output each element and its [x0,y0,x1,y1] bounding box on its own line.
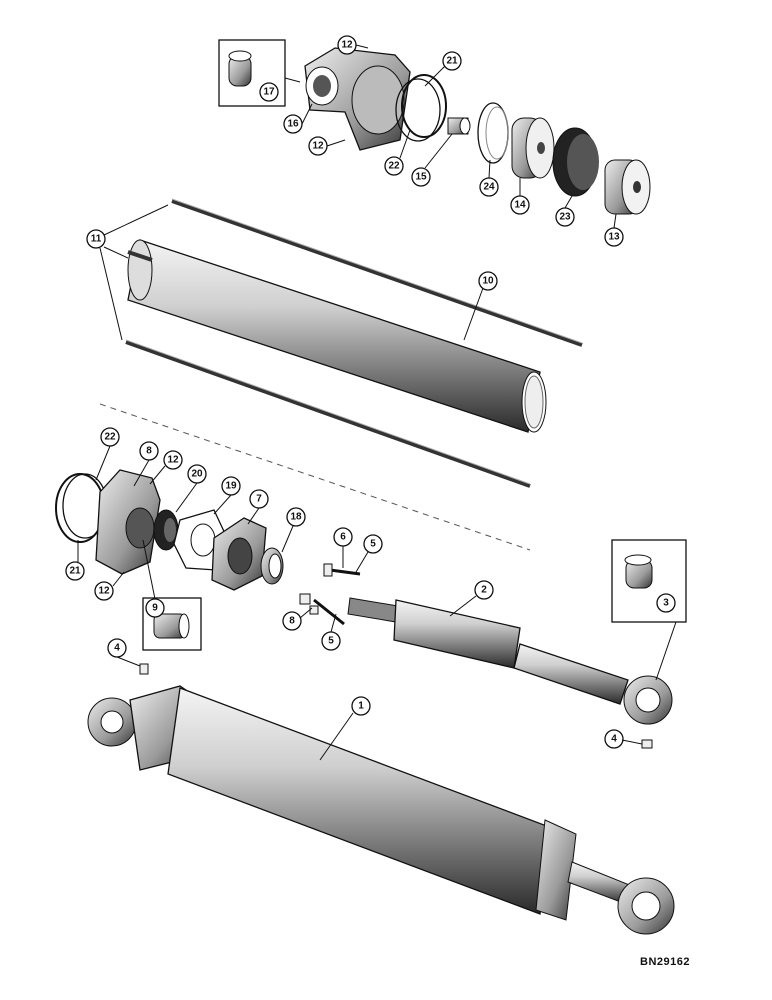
svg-text:9: 9 [152,603,158,614]
svg-text:11: 11 [91,234,102,245]
callout-23: 23 [555,207,575,227]
inset-box-rod-bushing [142,597,202,651]
o-ring-top [395,74,447,142]
callout-21-mid: 21 [65,561,85,581]
callout-24: 24 [479,177,499,197]
callout-13: 13 [604,227,624,247]
svg-text:4: 4 [611,734,617,745]
callout-5-upper: 5 [363,534,383,554]
svg-text:12: 12 [341,40,353,51]
callout-18: 18 [286,507,306,527]
callout-22-mid: 22 [100,427,120,447]
callout-15: 15 [411,167,431,187]
svg-text:3: 3 [663,598,669,609]
callout-17: 17 [259,82,279,102]
callout-4-upper: 4 [107,638,127,658]
svg-text:8: 8 [289,616,295,627]
svg-text:15: 15 [415,172,427,183]
svg-text:12: 12 [167,455,179,466]
bushing-small [447,117,471,135]
svg-text:13: 13 [608,232,620,243]
rod-end-cap [95,469,161,575]
grease-fitting-lower [641,739,653,749]
callout-11: 11 [86,229,106,249]
svg-text:16: 16 [287,119,299,130]
cylinder-tube [127,239,547,433]
retainer-plate [211,517,267,591]
svg-text:10: 10 [482,276,494,287]
callout-2: 2 [474,580,494,600]
callout-9: 9 [145,598,165,618]
callout-12-mid-a: 12 [163,450,183,470]
callout-4-lower: 4 [604,729,624,749]
wiper-seal [260,547,284,585]
svg-text:12: 12 [312,141,324,152]
inset-box-bushing-top [218,39,301,107]
tie-rod-lower [125,339,531,488]
rod-seal [153,509,179,551]
callout-16: 16 [283,114,303,134]
svg-text:4: 4 [114,643,120,654]
svg-text:22: 22 [104,432,116,443]
callout-14: 14 [510,195,530,215]
callout-5-lower: 5 [321,631,341,651]
svg-text:20: 20 [191,469,203,480]
svg-text:14: 14 [514,200,526,211]
callout-20: 20 [187,464,207,484]
callout-7: 7 [249,489,269,509]
svg-text:18: 18 [290,512,302,523]
callout-10: 10 [478,271,498,291]
piston [604,159,651,215]
piston-rod [347,597,673,725]
assembled-cylinder [87,685,675,935]
svg-text:19: 19 [225,481,237,492]
callout-6: 6 [333,527,353,547]
svg-text:12: 12 [98,586,110,597]
svg-text:7: 7 [256,494,262,505]
leader-lines [77,44,643,761]
svg-text:24: 24 [483,182,495,193]
svg-text:22: 22 [388,161,400,172]
svg-text:1: 1 [358,701,364,712]
backup-ring [477,102,509,164]
svg-text:6: 6 [340,532,346,543]
bolt-upper [323,563,361,577]
callout-19: 19 [221,476,241,496]
head-end-cap [304,47,411,151]
callout-22-top: 22 [384,156,404,176]
callout-12-mid-b: 12 [94,581,114,601]
callout-3: 3 [656,593,676,613]
callout-8-upper: 8 [139,441,159,461]
svg-text:8: 8 [146,446,152,457]
svg-text:17: 17 [263,87,275,98]
drawing-reference-code: BN29162 [640,956,690,968]
svg-text:21: 21 [446,56,458,67]
svg-text:21: 21 [69,566,81,577]
callout-12-top-a: 12 [337,35,357,55]
inset-box-rod-eye-bushing [611,539,687,681]
callout-1: 1 [351,696,371,716]
piston-seal [552,127,599,197]
svg-text:5: 5 [328,636,334,647]
svg-text:5: 5 [370,539,376,550]
grease-fitting-upper [139,663,149,675]
bolt-lower [299,593,345,626]
svg-text:2: 2 [481,585,487,596]
callout-21-top: 21 [442,51,462,71]
callout-12-top-b: 12 [308,136,328,156]
svg-text:23: 23 [559,212,571,223]
piston-ring [511,117,555,179]
assembly-centerline [99,403,531,551]
tie-rod-upper [171,198,583,347]
callout-8-lower: 8 [282,611,302,631]
tie-rod-middle [127,250,153,262]
